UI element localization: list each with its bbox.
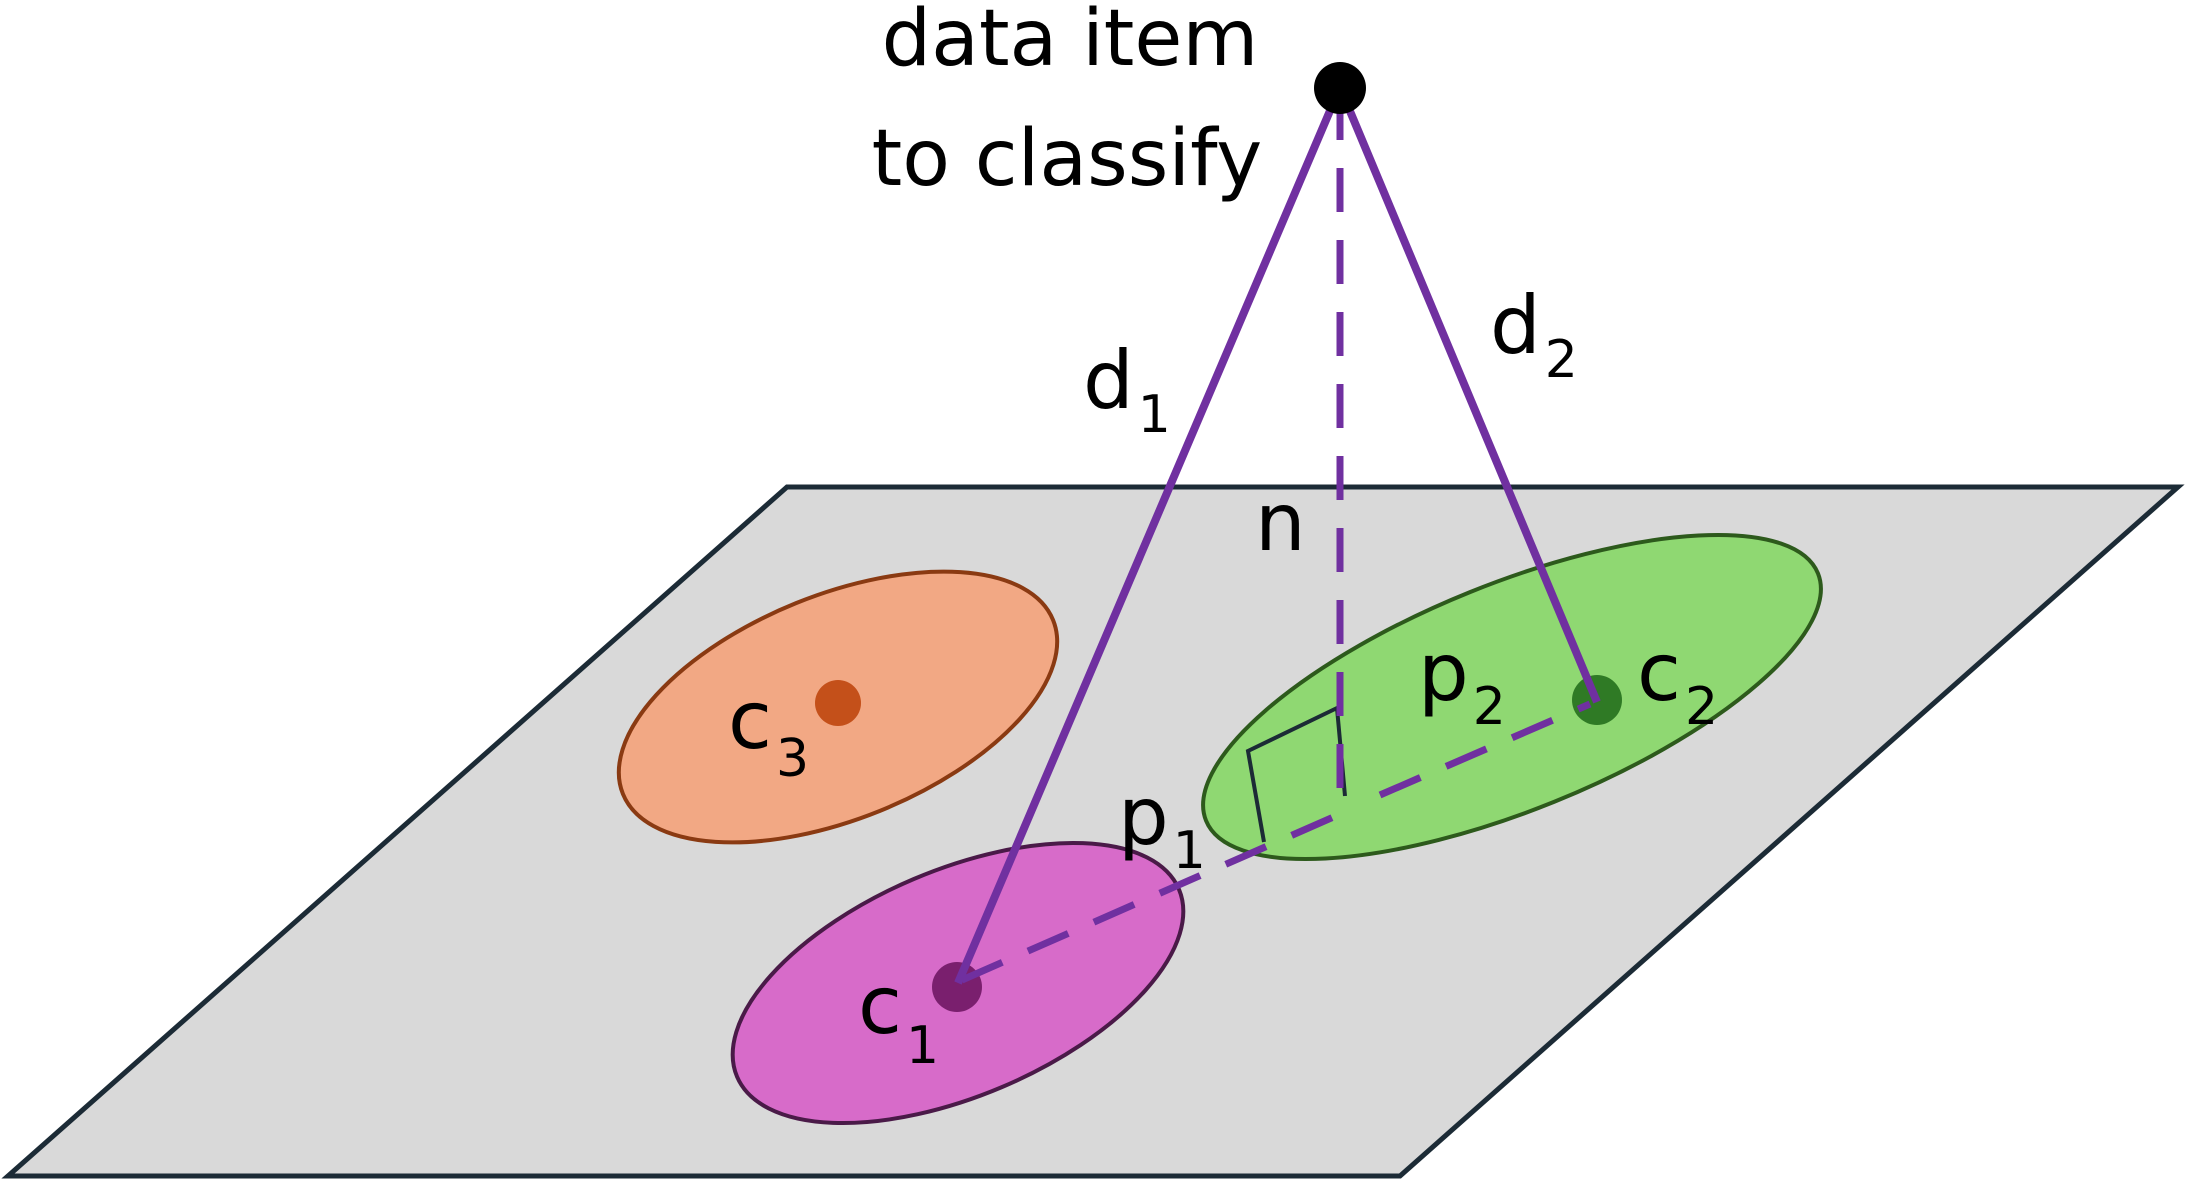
label-c2: c2	[1637, 626, 1718, 737]
distance-line-d2	[1338, 90, 1601, 704]
label-n: n	[1255, 476, 1306, 569]
label-p1: p1	[1118, 770, 1206, 881]
label-p2: p2	[1418, 626, 1506, 737]
data-item-point	[1314, 62, 1366, 114]
cluster-c2-ellipse	[1201, 532, 1823, 862]
distance-line-d1	[954, 90, 1342, 985]
feature-plane	[1, 484, 2185, 1179]
centroid-c3	[815, 680, 861, 726]
title-line-1: data item	[882, 0, 1259, 84]
label-c1: c1	[858, 959, 939, 1076]
label-c3: c3	[728, 674, 809, 789]
centroid-c1	[932, 962, 982, 1012]
label-d2: d2	[1490, 279, 1578, 390]
label-d1: d1	[1083, 334, 1171, 445]
projection-line-p2	[1378, 700, 1592, 799]
title-line-2: to classify	[872, 114, 1263, 204]
